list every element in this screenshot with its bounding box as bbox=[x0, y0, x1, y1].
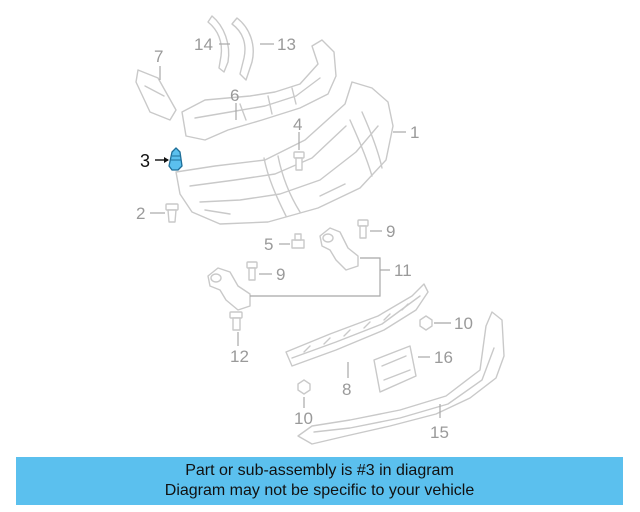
callout-12: 12 bbox=[230, 347, 249, 366]
callout-16: 16 bbox=[434, 348, 453, 367]
part-15-spoiler bbox=[297, 311, 505, 445]
part-13-bracket bbox=[231, 17, 254, 81]
parts-diagram: 1 2 3 4 5 6 7 8 9 9 10 10 11 12 13 14 15… bbox=[135, 15, 505, 445]
part-14-bracket bbox=[207, 15, 230, 73]
part-8-absorber bbox=[285, 283, 429, 367]
callout-13: 13 bbox=[277, 35, 296, 54]
part-9-bolt-lower bbox=[246, 261, 258, 281]
part-16-plate-bracket bbox=[373, 345, 417, 393]
part-9-bolt-upper bbox=[357, 219, 369, 239]
banner-line-disclaimer: Diagram may not be specific to your vehi… bbox=[164, 482, 475, 499]
part-12-bolt bbox=[229, 311, 243, 331]
callout-7: 7 bbox=[154, 47, 163, 66]
part-11-bracket-left bbox=[207, 267, 251, 311]
part-7-plate bbox=[135, 69, 177, 121]
callout-6: 6 bbox=[230, 86, 239, 105]
part-2-screw bbox=[165, 203, 179, 223]
callout-11: 11 bbox=[394, 261, 412, 280]
part-11-bracket-right bbox=[319, 227, 359, 271]
info-banner: Part or sub-assembly is #3 in diagram Di… bbox=[16, 457, 623, 505]
part-1-bumper-cover bbox=[175, 81, 394, 225]
part-10-nut-right bbox=[419, 315, 433, 331]
part-3-clip bbox=[168, 147, 183, 171]
banner-line-part: Part or sub-assembly is #3 in diagram bbox=[185, 462, 454, 479]
callout-10-right: 10 bbox=[454, 314, 473, 333]
callout-8: 8 bbox=[342, 380, 351, 399]
part-6-reinforcement bbox=[181, 39, 337, 141]
callout-9-lower: 9 bbox=[276, 265, 285, 284]
part-5-nut bbox=[291, 233, 305, 249]
callout-2: 2 bbox=[136, 204, 145, 223]
callout-15: 15 bbox=[430, 423, 449, 442]
leader-lines bbox=[150, 43, 451, 418]
callout-10-lower: 10 bbox=[294, 409, 313, 428]
callout-14: 14 bbox=[194, 35, 213, 54]
callout-labels: 1 2 3 4 5 6 7 8 9 9 10 10 11 12 13 14 15… bbox=[136, 35, 473, 442]
callout-3: 3 bbox=[140, 151, 150, 171]
callout-9-upper: 9 bbox=[386, 222, 395, 241]
callout-1: 1 bbox=[410, 123, 419, 142]
part-4-bolt bbox=[293, 151, 305, 171]
part-10-nut-lower bbox=[297, 379, 311, 395]
callout-5: 5 bbox=[264, 235, 273, 254]
callout-4: 4 bbox=[293, 115, 302, 134]
